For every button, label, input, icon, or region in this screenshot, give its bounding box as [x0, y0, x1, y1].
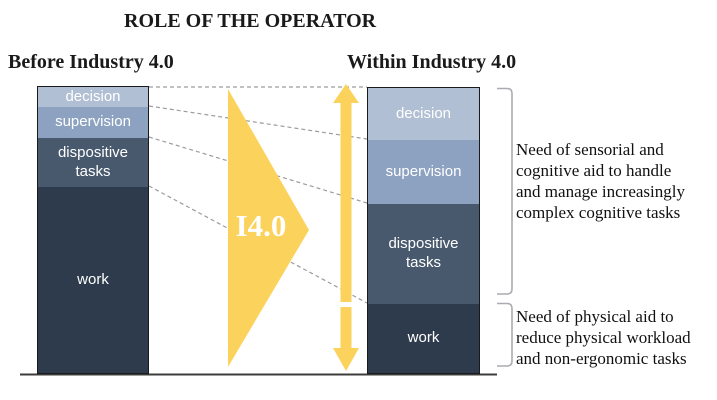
within-segment-work: work [368, 304, 479, 373]
i40-triangle [228, 89, 309, 367]
segment-label: decision [395, 104, 452, 122]
before-segment-dispositive-tasks: dispositive tasks [38, 138, 148, 187]
before-industry-header: Before Industry 4.0 [8, 51, 174, 73]
up-arrow-icon [333, 84, 359, 302]
segment-label: supervision [55, 113, 131, 131]
segment-label: dispositive tasks [388, 235, 459, 271]
segment-label: decision [65, 87, 121, 105]
page-title: ROLE OF THE OPERATOR [124, 10, 377, 32]
down-arrow-icon [333, 307, 359, 371]
before-segment-decision: decision [38, 87, 148, 107]
bracket-physical [497, 302, 513, 367]
within-industry-header: Within Industry 4.0 [347, 51, 517, 73]
within-segment-supervision: supervision [368, 140, 479, 204]
segment-label: supervision [385, 162, 462, 180]
annotation-cognitive-aid: Need of sensorial and cognitive aid to h… [516, 140, 685, 222]
before-segment-work: work [38, 187, 148, 373]
within-segment-dispositive-tasks: dispositive tasks [368, 204, 479, 304]
segment-label: work [77, 270, 109, 288]
bracket-cognitive [497, 87, 513, 295]
within-segment-decision: decision [368, 88, 479, 140]
annotation-physical-aid: Need of physical aid to reduce physical … [516, 307, 691, 368]
segment-label: work [407, 329, 440, 347]
segment-label: dispositive tasks [57, 143, 129, 180]
dashed-connector-decision [148, 105, 368, 140]
before-segment-supervision: supervision [38, 107, 148, 138]
i40-label: I4.0 [235, 208, 287, 243]
dashed-connector-dispositive [148, 185, 368, 304]
before-bar: decision supervision dispositive tasks w… [37, 86, 149, 374]
within-bar: decision supervision dispositive tasks w… [367, 87, 480, 374]
